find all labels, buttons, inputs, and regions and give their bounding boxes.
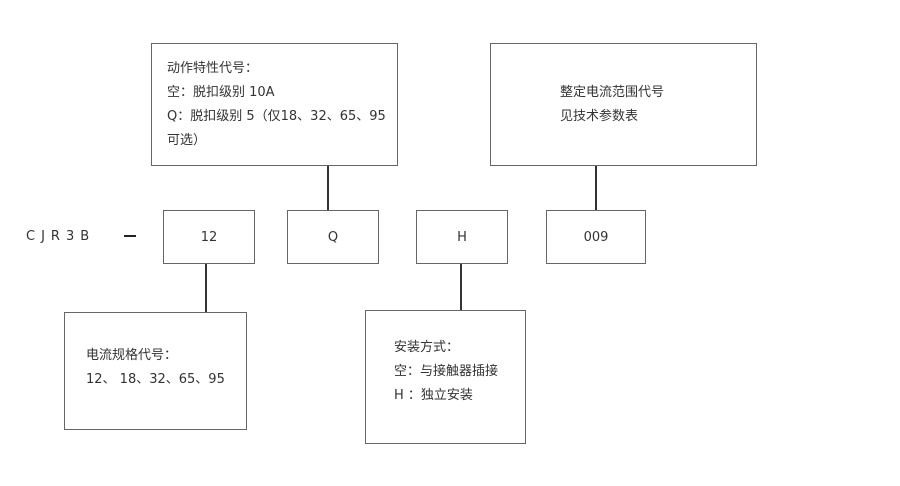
code-trip-value: Q bbox=[327, 229, 339, 245]
setting-current-box bbox=[490, 43, 757, 166]
connector-spec bbox=[205, 264, 207, 312]
code-mount-value: H bbox=[457, 229, 467, 245]
connector-mount bbox=[460, 264, 462, 310]
code-box-trip: Q bbox=[287, 210, 379, 264]
current-spec-line1: 12、 18、32、65、95 bbox=[86, 372, 225, 387]
current-spec-box bbox=[64, 312, 247, 430]
trip-characteristic-box bbox=[151, 43, 398, 166]
code-spec-value: 12 bbox=[200, 229, 218, 245]
separator-dash bbox=[124, 235, 136, 237]
mounting-method-line1: 空：与接触器插接 bbox=[394, 364, 499, 379]
mounting-method-title: 安装方式： bbox=[394, 340, 460, 355]
connector-trip bbox=[327, 166, 329, 210]
mounting-method-line2: H ：独立安装 bbox=[394, 388, 473, 403]
code-setting-value: 009 bbox=[583, 229, 609, 245]
connector-setting bbox=[595, 166, 597, 210]
mounting-method-box bbox=[365, 310, 526, 444]
code-box-mount: H bbox=[416, 210, 508, 264]
trip-characteristic-line1: 空：脱扣级别 10A bbox=[167, 85, 275, 100]
model-prefix: CJR3B bbox=[26, 229, 96, 244]
setting-current-line2: 见技术参数表 bbox=[560, 109, 639, 124]
trip-characteristic-line3: 可选） bbox=[167, 133, 207, 148]
trip-characteristic-title: 动作特性代号： bbox=[167, 61, 259, 76]
code-box-setting: 009 bbox=[546, 210, 646, 264]
setting-current-line1: 整定电流范围代号 bbox=[560, 85, 665, 100]
trip-characteristic-line2: Q：脱扣级别 5（仅18、32、65、95 bbox=[167, 109, 386, 124]
current-spec-title: 电流规格代号： bbox=[86, 348, 178, 363]
code-box-spec: 12 bbox=[163, 210, 255, 264]
